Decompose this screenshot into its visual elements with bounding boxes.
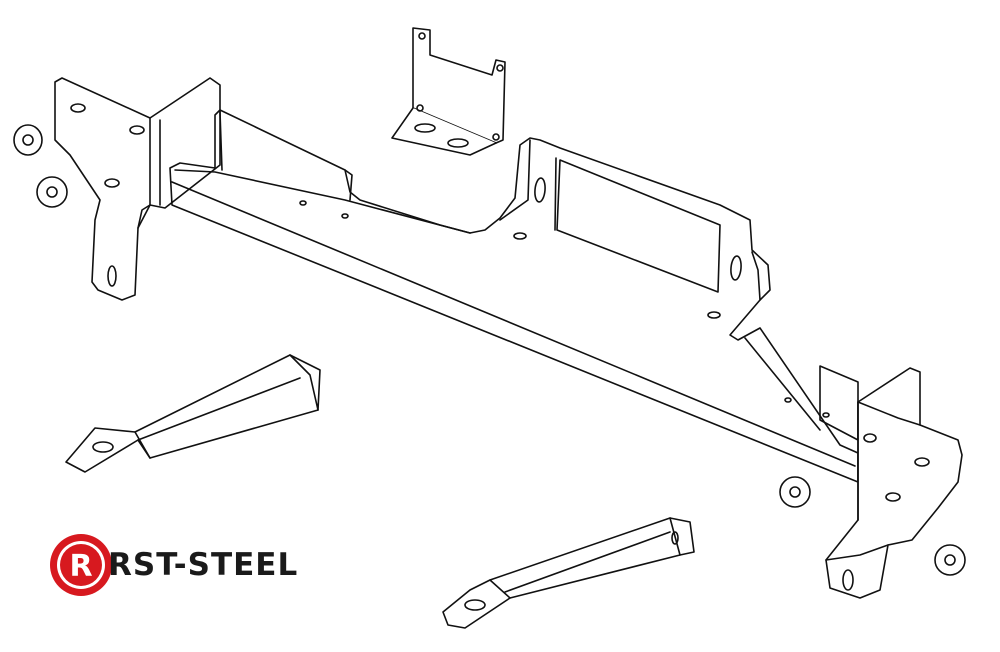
left-diagonal-brace	[65, 354, 321, 473]
left-end-bracket	[54, 77, 221, 301]
brand-name: RST-STEEL	[108, 547, 299, 583]
svg-text:R: R	[69, 549, 92, 584]
top-plate-bracket	[391, 27, 506, 156]
right-end-bracket	[825, 367, 963, 599]
spacer-washer	[934, 544, 966, 576]
main-cross-member	[169, 109, 859, 483]
spacer-washer	[13, 124, 43, 156]
spacer-washer	[36, 176, 68, 208]
brand-logo: R RST-STEEL	[48, 530, 298, 600]
spacer-washer	[779, 476, 811, 508]
lower-diagonal-brace	[442, 517, 695, 629]
rst-logo-mark-icon: R	[50, 534, 112, 596]
